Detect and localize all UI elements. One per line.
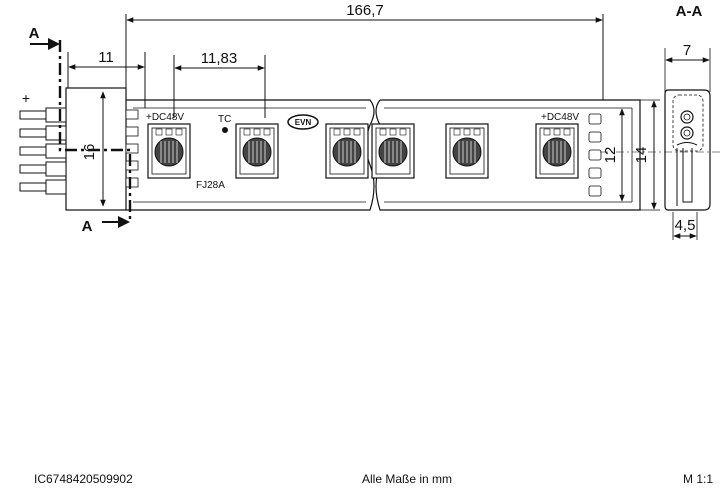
section-mark-top: A [29,25,40,42]
overall-length-dimension: 166,7 [125,2,604,108]
strip-outer-height-label: 14 [633,147,650,164]
evn-logo: EVN [287,114,319,130]
section-mark-bottom: A [82,218,93,235]
scale-note: M 1:1 [683,472,714,486]
profile-width-label: 7 [683,42,691,59]
model-label: FJ28A [196,180,225,191]
led-chip [147,123,191,179]
svg-text:EVN: EVN [295,118,312,127]
section-title: A-A [676,3,703,20]
section-line [30,38,132,228]
led-chip [445,123,489,179]
led-chips [147,123,579,179]
led-pitch-dimension: 11,83 [173,50,266,118]
units-note: Alle Maße in mm [362,472,453,486]
strip-height-dimensions [606,99,660,211]
section-view [600,48,720,240]
led-chip [371,123,415,179]
voltage-label-left: +DC48V [146,112,184,123]
overall-length-label: 166,7 [346,2,384,19]
end-pads [588,113,602,197]
connector-pins [19,107,67,195]
profile-height-label: 4,5 [675,217,696,234]
led-chip [235,123,279,179]
tc-point [222,127,228,133]
tc-label: TC [218,114,231,125]
connector-height-label: 16 [81,144,98,161]
led-chip [325,123,369,179]
plus-sign: + [22,90,30,106]
strip-inner-height-label: 12 [602,147,619,164]
article-number: IC6748420509902 [34,472,133,486]
connector-length-label: 11 [98,49,114,66]
led-chip [535,123,579,179]
led-pitch-label: 11,83 [201,50,237,67]
voltage-label-right: +DC48V [541,112,579,123]
connector-length-dimension: 11 [67,49,146,108]
